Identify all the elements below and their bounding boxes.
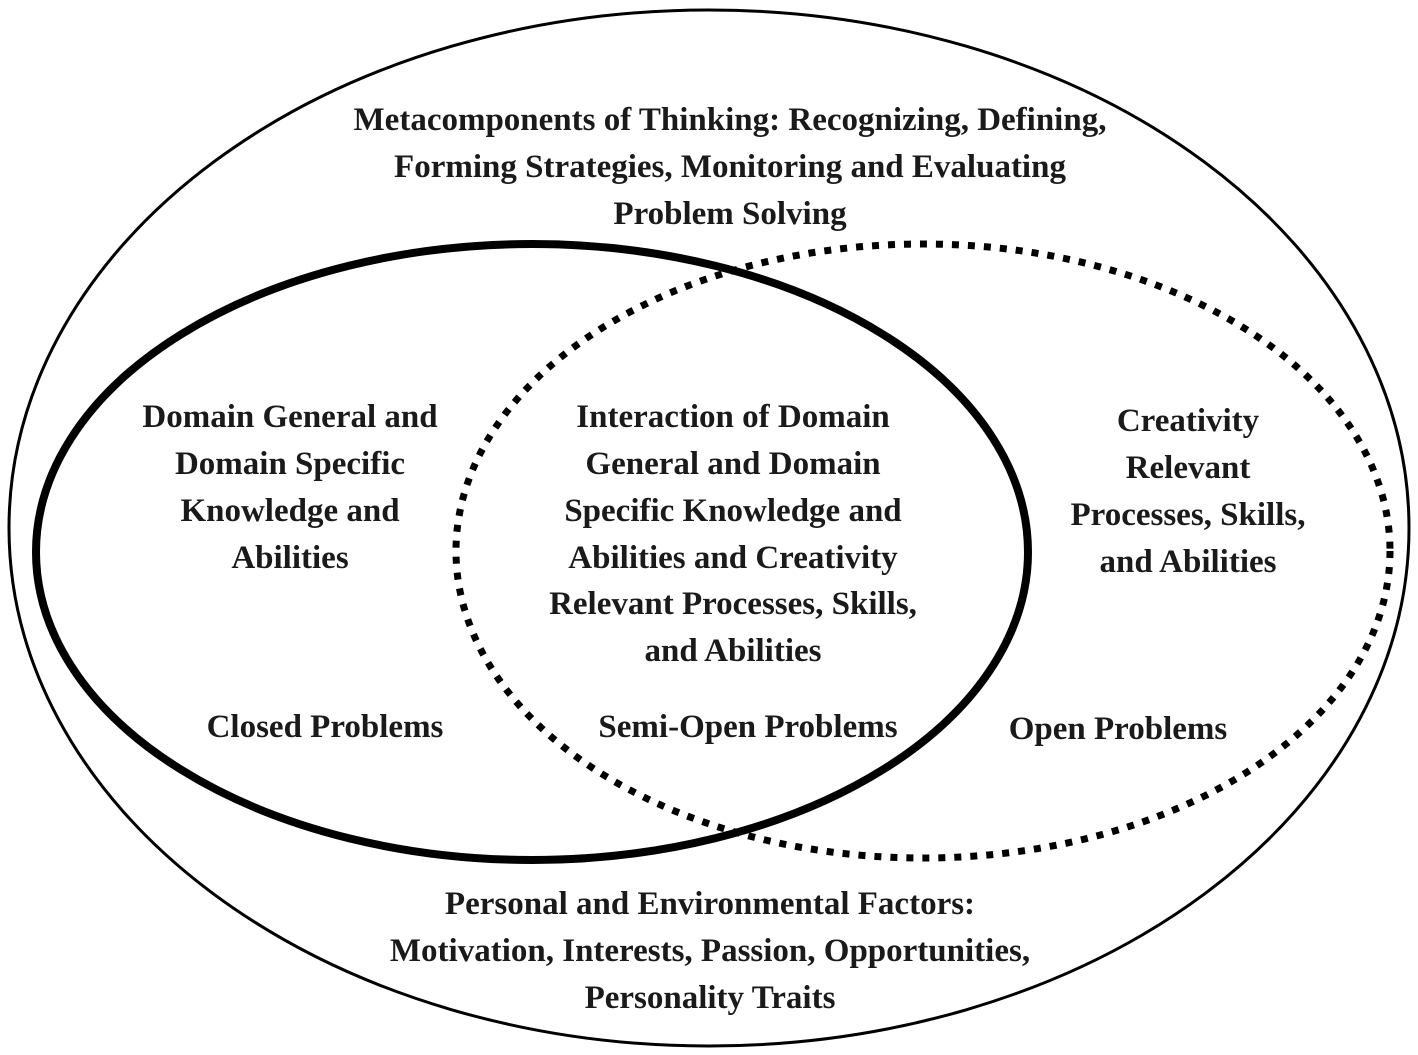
creativity-line-4: and Abilities <box>1099 543 1277 580</box>
interaction-line-4: Abilities and Creativity <box>568 539 898 576</box>
creativity-line-3: Processes, Skills, <box>1070 496 1306 533</box>
creativity-line-2: Relevant <box>1125 449 1251 486</box>
interaction-line-1: Interaction of Domain <box>576 399 890 435</box>
metacomponents-line-1: Metacomponents of Thinking: Recognizing,… <box>353 102 1107 138</box>
right-ellipse <box>452 240 1394 862</box>
metacomponents-line-3: Problem Solving <box>613 195 847 232</box>
interaction-line-6: and Abilities <box>644 633 822 670</box>
semi-open-problems-label: Semi-Open Problems <box>598 709 898 745</box>
creativity-text: Creativity Relevant Processes, Skills, a… <box>1038 398 1338 585</box>
closed-problems-label: Closed Problems <box>206 709 444 745</box>
personal-factors-line-3: Personality Traits <box>584 979 836 1016</box>
personal-factors-line-2: Motivation, Interests, Passion, Opportun… <box>389 932 1031 969</box>
domain-knowledge-line-2: Domain Specific <box>174 445 406 482</box>
metacomponents-text: Metacomponents of Thinking: Recognizing,… <box>300 97 1160 238</box>
domain-knowledge-text: Domain General and Domain Specific Knowl… <box>110 394 470 581</box>
interaction-line-3: Specific Knowledge and <box>564 492 902 529</box>
personal-factors-line-1: Personal and Environmental Factors: <box>444 886 976 922</box>
left-ellipse <box>32 240 1032 864</box>
interaction-line-5: Relevant Processes, Skills, <box>549 586 917 623</box>
domain-knowledge-line-3: Knowledge and <box>180 492 400 529</box>
creativity-line-1: Creativity <box>1116 403 1260 439</box>
domain-knowledge-line-1: Domain General and <box>142 399 438 435</box>
interaction-text: Interaction of Domain General and Domain… <box>508 394 958 675</box>
metacomponents-line-2: Forming Strategies, Monitoring and Evalu… <box>394 148 1066 185</box>
personal-factors-text: Personal and Environmental Factors: Moti… <box>310 881 1110 1022</box>
interaction-line-2: General and Domain <box>585 445 881 482</box>
open-problems-label: Open Problems <box>1008 711 1228 747</box>
outer-ellipse <box>7 8 1411 1048</box>
domain-knowledge-line-4: Abilities <box>231 539 349 576</box>
